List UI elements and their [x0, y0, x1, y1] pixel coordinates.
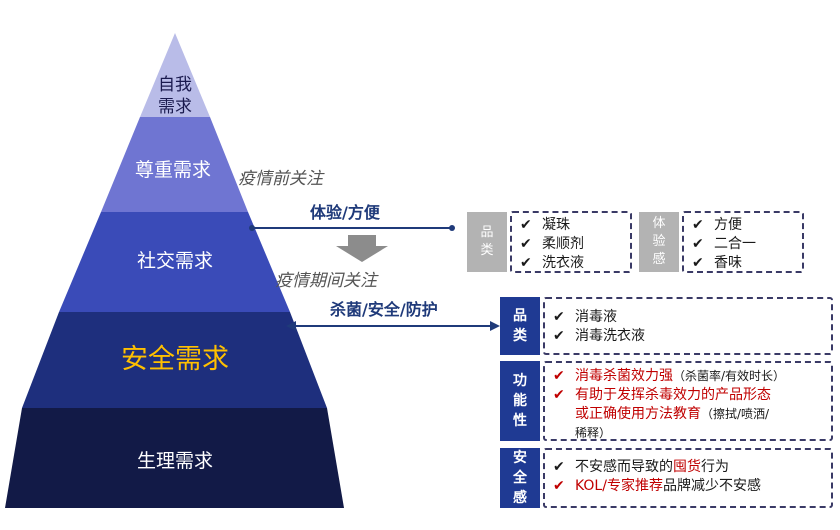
- item-text: 消毒洗衣液: [575, 328, 645, 344]
- check-icon: ✔: [520, 255, 532, 271]
- item-text: 柔顺剂: [542, 236, 584, 252]
- arrow-before-start-dot: [249, 225, 255, 231]
- before-category-tag: 品 类: [467, 212, 507, 272]
- arrow-during-label: 杀菌/安全/防护: [330, 300, 438, 319]
- check-icon: ✔: [553, 478, 565, 494]
- pyramid-level-physio: [5, 408, 344, 508]
- down-arrow-icon: [336, 235, 388, 262]
- item-text-highlight: 或正确使用方法教育: [575, 406, 701, 422]
- during-function-tag-char: 能: [513, 393, 527, 409]
- item-note: 稀释）: [575, 426, 612, 440]
- during-function-box: ✔ 消毒杀菌效力强（杀菌率/有效时长） ✔ 有助于发挥杀毒效力的产品形态 或正确使用…: [543, 361, 833, 441]
- item-text-highlight: KOL/专家推荐: [575, 478, 663, 494]
- during-category-tag-char: 类: [513, 328, 527, 344]
- list-item: ✔ 香味: [692, 254, 794, 273]
- arrow-during-head-left: [286, 321, 296, 331]
- check-icon: ✔: [553, 368, 565, 384]
- during-security-tag-char: 全: [513, 470, 527, 486]
- esteem-label: 尊重需求: [135, 159, 211, 181]
- list-item: ✔ 凝珠: [520, 216, 622, 235]
- note-during: 疫情期间关注: [275, 271, 377, 291]
- check-icon: ✔: [692, 236, 704, 252]
- item-text: 方便: [714, 217, 742, 233]
- item-text: 消毒液: [575, 309, 617, 325]
- list-item: ✔ 二合一: [692, 235, 794, 254]
- item-text: 品牌减少不安感: [662, 478, 761, 494]
- check-icon: ✔: [692, 255, 704, 271]
- during-security-tag-char: 感: [513, 490, 527, 506]
- physio-label: 生理需求: [137, 450, 213, 472]
- list-item-continued: 稀释）: [553, 424, 823, 443]
- list-item-continued: 或正确使用方法教育（擦拭/喷洒/: [553, 405, 823, 424]
- before-category-box: ✔ 凝珠 ✔ 柔顺剂 ✔ 洗衣液: [510, 211, 632, 273]
- check-icon: ✔: [553, 387, 565, 403]
- list-item: ✔ 方便: [692, 216, 794, 235]
- list-item: ✔ 不安感而导致的囤货行为: [553, 458, 823, 477]
- arrow-before-label: 体验/方便: [310, 203, 380, 222]
- during-security-box: ✔ 不安感而导致的囤货行为 ✔ KOL/专家推荐品牌减少不安感: [543, 448, 833, 508]
- check-icon: ✔: [520, 236, 532, 252]
- pyramid-level-esteem: [101, 117, 248, 212]
- item-text: 香味: [714, 255, 742, 271]
- before-experience-tag-char: 感: [652, 252, 666, 267]
- during-function-tag: 功 能 性: [500, 361, 540, 441]
- safety-label: 安全需求: [121, 344, 229, 375]
- during-function-tag-char: 功: [513, 373, 527, 389]
- list-item: ✔ 有助于发挥杀毒效力的产品形态: [553, 386, 823, 405]
- social-label: 社交需求: [137, 250, 213, 272]
- during-function-tag-char: 性: [513, 413, 527, 429]
- before-category-tag-char: 品: [480, 225, 494, 240]
- note-before: 疫情前关注: [238, 169, 323, 189]
- check-icon: ✔: [520, 217, 532, 233]
- list-item: ✔ KOL/专家推荐品牌减少不安感: [553, 477, 823, 496]
- pyramid-level-safety: [22, 312, 327, 408]
- pyramid-level-social: [59, 212, 290, 312]
- item-note: （擦拭/喷洒/: [701, 407, 770, 421]
- item-text-highlight: 有助于发挥杀毒效力的产品形态: [575, 387, 771, 403]
- item-text-highlight: 消毒杀菌效力强: [575, 368, 673, 384]
- item-text: 凝珠: [542, 217, 570, 233]
- arrow-before-end-dot: [449, 225, 455, 231]
- item-text: 二合一: [714, 236, 756, 252]
- during-category-tag: 品 类: [500, 297, 540, 355]
- during-category-tag-char: 品: [513, 308, 527, 324]
- before-experience-tag-char: 验: [652, 234, 666, 249]
- before-category-tag-char: 类: [480, 243, 494, 258]
- pyramid-level-self: [140, 33, 210, 117]
- check-icon: ✔: [553, 309, 565, 325]
- item-text: 行为: [701, 459, 729, 475]
- item-text-highlight: 囤货: [673, 459, 701, 475]
- before-experience-tag: 体 验 感: [639, 212, 679, 272]
- list-item: ✔ 消毒杀菌效力强（杀菌率/有效时长）: [553, 367, 823, 386]
- check-icon: ✔: [553, 459, 565, 475]
- check-icon: ✔: [692, 217, 704, 233]
- list-item: ✔ 消毒液: [553, 308, 823, 327]
- before-experience-box: ✔ 方便 ✔ 二合一 ✔ 香味: [682, 211, 804, 273]
- self-label-2: 需求: [158, 97, 192, 117]
- item-text: 不安感而导致的: [575, 459, 673, 475]
- list-item: ✔ 洗衣液: [520, 254, 622, 273]
- arrow-during-head-right: [490, 321, 500, 331]
- during-security-tag-char: 安: [513, 450, 527, 466]
- check-icon: ✔: [553, 328, 565, 344]
- item-text: 洗衣液: [542, 255, 584, 271]
- item-note: （杀菌率/有效时长）: [673, 369, 786, 383]
- list-item: ✔ 消毒洗衣液: [553, 327, 823, 346]
- self-label-1: 自我: [158, 75, 192, 95]
- before-experience-tag-char: 体: [652, 216, 666, 231]
- list-item: ✔ 柔顺剂: [520, 235, 622, 254]
- during-category-box: ✔ 消毒液 ✔ 消毒洗衣液: [543, 297, 833, 355]
- during-security-tag: 安 全 感: [500, 448, 540, 508]
